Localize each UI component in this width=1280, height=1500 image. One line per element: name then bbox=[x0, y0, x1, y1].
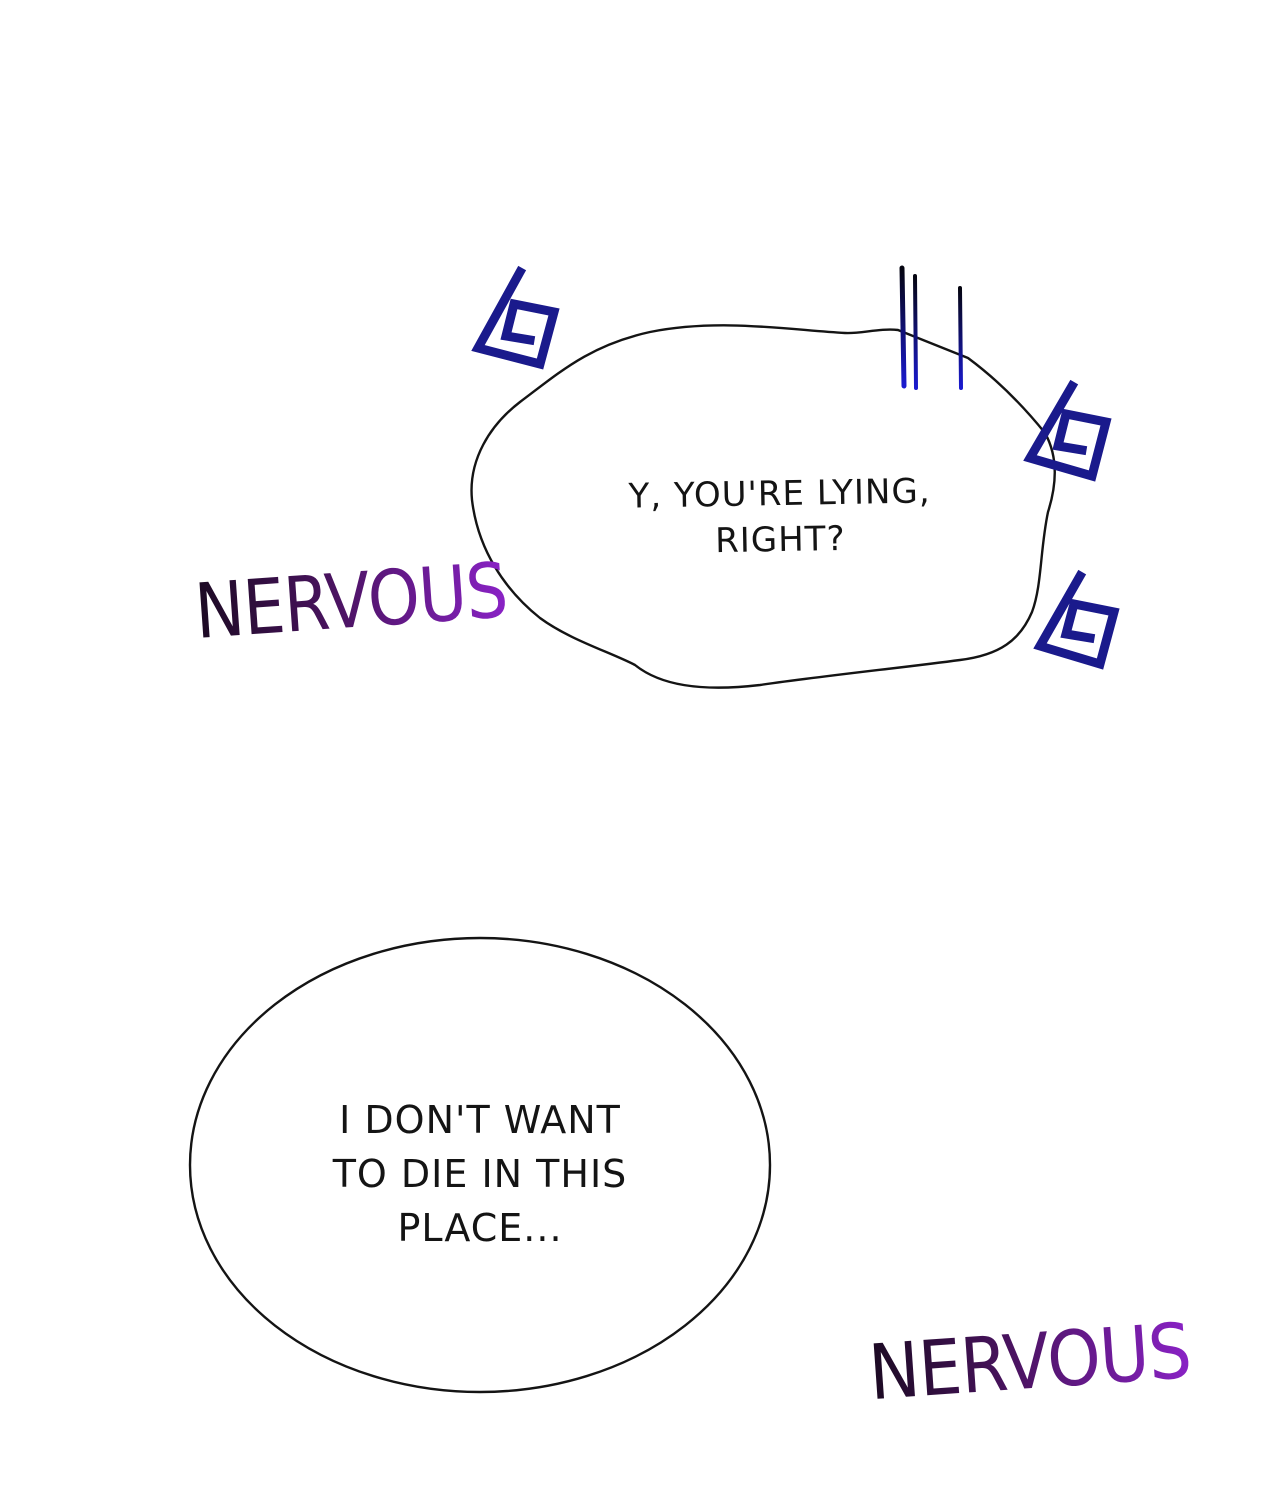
anxiety-swirl-icon bbox=[1023, 379, 1112, 482]
bubble-top-text: Y, YOU'RE LYING, RIGHT? bbox=[628, 471, 931, 562]
tension-lines-icon bbox=[899, 259, 963, 393]
speech-bubble-top bbox=[470, 324, 1056, 689]
anxiety-swirl-icon bbox=[1033, 569, 1120, 670]
bubble-bottom-text: I DON'T WANT TO DIE IN THIS PLACE... bbox=[332, 1098, 628, 1250]
speech-bubble-bottom bbox=[188, 936, 772, 1394]
anxiety-swirl-icon bbox=[471, 265, 560, 370]
